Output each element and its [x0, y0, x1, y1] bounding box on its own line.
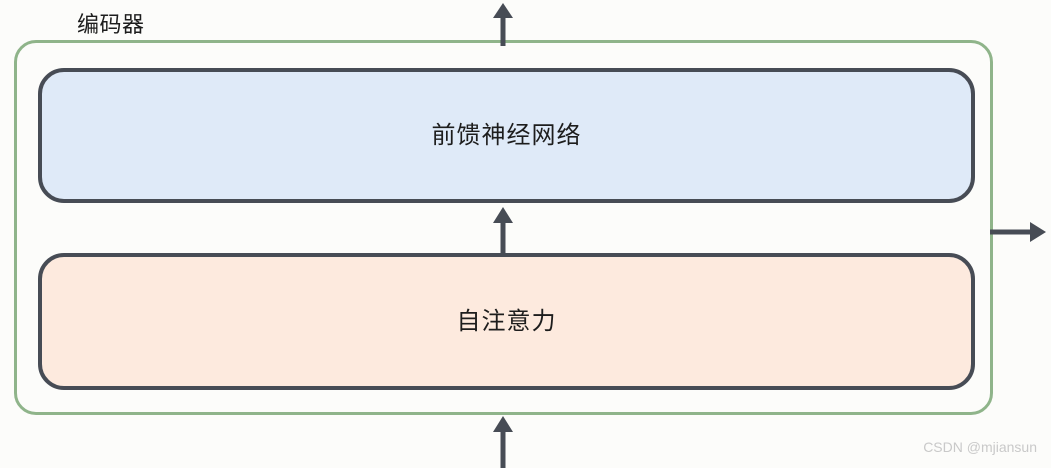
self-attention-block: 自注意力 [38, 253, 975, 390]
feed-forward-block: 前馈神经网络 [38, 68, 975, 203]
feed-forward-label: 前馈神经网络 [431, 121, 582, 149]
input-arrow-up-icon [485, 414, 521, 468]
watermark: CSDN @mjiansun [923, 439, 1037, 455]
side-output-arrow-right-icon [990, 214, 1048, 250]
self-attention-label: 自注意力 [456, 307, 557, 335]
encoder-title: 编码器 [77, 12, 145, 37]
